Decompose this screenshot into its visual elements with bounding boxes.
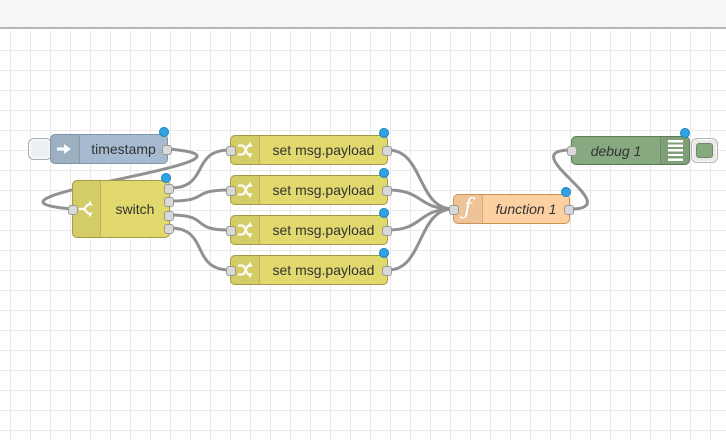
- node-label: set msg.payload: [272, 262, 375, 278]
- node-change-4[interactable]: set msg.payload: [226, 248, 392, 285]
- output-port[interactable]: [162, 145, 172, 155]
- input-port[interactable]: [226, 186, 236, 196]
- wire[interactable]: [386, 148, 455, 211]
- changed-indicator: [379, 248, 389, 258]
- node-debug-1[interactable]: debug 1: [567, 128, 718, 165]
- output-port-4[interactable]: [164, 224, 174, 234]
- output-port-3[interactable]: [164, 211, 174, 221]
- output-port[interactable]: [382, 186, 392, 196]
- wire[interactable]: [386, 207, 455, 272]
- input-port[interactable]: [226, 146, 236, 156]
- changed-indicator: [379, 208, 389, 218]
- debug-toggle-state: [696, 143, 713, 158]
- node-inject-timestamp[interactable]: timestamp: [50, 127, 172, 164]
- changed-indicator: [379, 128, 389, 138]
- inject-arrow-icon: [51, 135, 80, 163]
- output-port-1[interactable]: [164, 184, 174, 194]
- node-label: set msg.payload: [272, 222, 375, 238]
- wire[interactable]: [552, 148, 589, 211]
- input-port[interactable]: [449, 205, 459, 215]
- wire[interactable]: [168, 226, 232, 272]
- node-change-1[interactable]: set msg.payload: [226, 128, 392, 165]
- node-label: set msg.payload: [272, 182, 375, 198]
- node-switch[interactable]: switch: [68, 173, 174, 238]
- changed-indicator: [680, 128, 690, 138]
- node-label: debug 1: [590, 142, 642, 159]
- changed-indicator: [379, 168, 389, 178]
- output-port[interactable]: [382, 146, 392, 156]
- changed-indicator: [159, 127, 169, 137]
- changed-indicator: [561, 187, 571, 197]
- workspace-top-strip: [0, 0, 726, 29]
- input-port[interactable]: [226, 266, 236, 276]
- wire[interactable]: [168, 188, 232, 203]
- output-port-2[interactable]: [164, 197, 174, 207]
- inject-trigger-button[interactable]: [28, 138, 52, 160]
- debug-lines-icon: [660, 137, 689, 164]
- input-port[interactable]: [68, 205, 78, 215]
- node-label: set msg.payload: [272, 142, 375, 158]
- node-function-1[interactable]: ƒ function 1: [449, 187, 574, 224]
- changed-indicator: [161, 173, 171, 183]
- debug-toggle-button[interactable]: [691, 138, 718, 163]
- wire[interactable]: [41, 147, 199, 211]
- wire[interactable]: [168, 213, 232, 232]
- input-port[interactable]: [567, 146, 577, 156]
- input-port[interactable]: [226, 226, 236, 236]
- output-port[interactable]: [564, 205, 574, 215]
- node-change-2[interactable]: set msg.payload: [226, 168, 392, 205]
- node-label: function 1: [495, 201, 557, 217]
- node-label: switch: [115, 201, 155, 217]
- node-change-3[interactable]: set msg.payload: [226, 208, 392, 245]
- wire[interactable]: [168, 148, 232, 190]
- output-port[interactable]: [382, 226, 392, 236]
- node-label: timestamp: [91, 141, 156, 157]
- output-port[interactable]: [382, 266, 392, 276]
